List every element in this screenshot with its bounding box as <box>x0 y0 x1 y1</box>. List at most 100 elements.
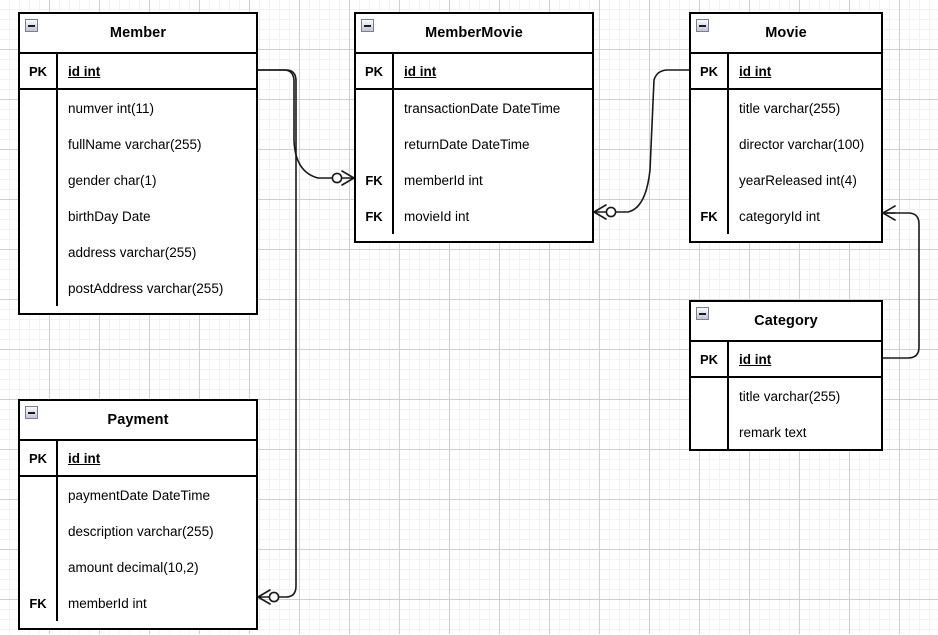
entity-row-field[interactable]: title varchar(255) <box>691 90 881 126</box>
row-attribute-label: postAddress varchar(255) <box>68 280 224 296</box>
row-attribute-cell: address varchar(255) <box>56 234 256 270</box>
row-attribute-cell: id int <box>727 54 881 88</box>
entity-row-field[interactable]: paymentDate DateTime <box>20 477 256 513</box>
row-attribute-cell: id int <box>56 54 256 88</box>
minus-icon[interactable] <box>696 19 709 32</box>
row-attribute-cell: paymentDate DateTime <box>56 477 256 513</box>
row-attribute-cell: numver int(11) <box>56 90 256 126</box>
entity-row-field[interactable]: address varchar(255) <box>20 234 256 270</box>
entity-row-field[interactable]: transactionDate DateTime <box>356 90 592 126</box>
entity-row-field[interactable]: numver int(11) <box>20 90 256 126</box>
entity-title-member: Member <box>20 14 256 54</box>
row-attribute-cell: id int <box>56 441 256 475</box>
row-attribute-label: id int <box>68 63 101 79</box>
row-attribute-cell: description varchar(255) <box>56 513 256 549</box>
entity-row-field[interactable]: postAddress varchar(255) <box>20 270 256 306</box>
entity-fields: title varchar(255) remark text <box>691 378 881 464</box>
row-key-label: FK <box>365 208 383 224</box>
row-key-label: PK <box>364 63 384 79</box>
crowsfoot-movie-categoryid <box>882 205 896 221</box>
minus-icon[interactable] <box>25 406 38 419</box>
row-key-label: PK <box>28 450 48 466</box>
row-attribute-cell: title varchar(255) <box>727 378 881 414</box>
row-attribute-cell: memberId int <box>392 162 592 198</box>
row-attribute-label: id int <box>739 63 772 79</box>
entity-row-pk[interactable]: PK id int <box>20 54 256 90</box>
row-attribute-label: address varchar(255) <box>68 244 197 260</box>
row-key-label: PK <box>699 63 719 79</box>
entity-bottom-padding <box>691 234 881 248</box>
row-attribute-cell: fullName varchar(255) <box>56 126 256 162</box>
row-attribute-label: id int <box>68 450 101 466</box>
row-attribute-cell: postAddress varchar(255) <box>56 270 256 306</box>
entity-row-field[interactable]: fullName varchar(255) <box>20 126 256 162</box>
entity-row-field[interactable]: FK movieId int <box>356 198 592 234</box>
row-attribute-label: gender char(1) <box>68 172 157 188</box>
minus-icon[interactable] <box>696 307 709 320</box>
crowsfoot-membermovie-memberid <box>331 170 355 186</box>
connector-movie-membermovie <box>614 69 690 213</box>
entity-row-field[interactable]: description varchar(255) <box>20 513 256 549</box>
entity-bottom-padding <box>691 450 881 464</box>
row-key-label: FK <box>365 172 383 188</box>
row-attribute-label: numver int(11) <box>68 100 155 116</box>
entity-row-field[interactable]: title varchar(255) <box>691 378 881 414</box>
entity-title-text: Category <box>754 313 818 329</box>
row-key-label: FK <box>29 595 47 611</box>
entity-title-text: Member <box>109 25 167 41</box>
entity-title-payment: Payment <box>20 401 256 441</box>
entity-row-field[interactable]: amount decimal(10,2) <box>20 549 256 585</box>
entity-title-text: Payment <box>107 412 169 428</box>
row-attribute-label: paymentDate DateTime <box>68 487 211 503</box>
minus-icon[interactable] <box>361 19 374 32</box>
minus-icon[interactable] <box>25 19 38 32</box>
row-attribute-label: title varchar(255) <box>739 388 841 404</box>
entity-title-membermovie: MemberMovie <box>356 14 592 54</box>
entity-row-field[interactable]: FK memberId int <box>20 585 256 621</box>
entity-row-pk[interactable]: PK id int <box>20 441 256 477</box>
entity-fields: numver int(11) fullName varchar(255) gende… <box>20 90 256 320</box>
row-attribute-label: director varchar(100) <box>739 136 865 152</box>
entity-row-field[interactable]: remark text <box>691 414 881 450</box>
row-attribute-label: movieId int <box>404 208 470 224</box>
row-attribute-label: remark text <box>739 424 807 440</box>
entity-row-field[interactable]: returnDate DateTime <box>356 126 592 162</box>
row-attribute-label: returnDate DateTime <box>404 136 530 152</box>
row-attribute-label: title varchar(255) <box>739 100 841 116</box>
row-attribute-cell: categoryId int <box>727 198 881 234</box>
row-attribute-cell: gender char(1) <box>56 162 256 198</box>
row-attribute-label: fullName varchar(255) <box>68 136 202 152</box>
row-attribute-cell: memberId int <box>56 585 256 621</box>
row-attribute-cell: amount decimal(10,2) <box>56 549 256 585</box>
row-key-label: PK <box>28 63 48 79</box>
entity-bottom-padding <box>20 306 256 320</box>
entity-row-field[interactable]: gender char(1) <box>20 162 256 198</box>
entity-fields: transactionDate DateTime returnDate DateT… <box>356 90 592 248</box>
row-attribute-cell: yearReleased int(4) <box>727 162 881 198</box>
row-attribute-label: transactionDate DateTime <box>404 100 561 116</box>
row-attribute-label: id int <box>739 351 772 367</box>
row-attribute-label: amount decimal(10,2) <box>68 559 199 575</box>
row-attribute-label: description varchar(255) <box>68 523 214 539</box>
entity-row-field[interactable]: director varchar(100) <box>691 126 881 162</box>
connector-member-payment <box>257 69 297 598</box>
entity-row-pk[interactable]: PK id int <box>691 54 881 90</box>
entity-row-field[interactable]: yearReleased int(4) <box>691 162 881 198</box>
row-attribute-cell: birthDay Date <box>56 198 256 234</box>
row-attribute-label: categoryId int <box>739 208 821 224</box>
entity-row-field[interactable]: birthDay Date <box>20 198 256 234</box>
row-attribute-cell: title varchar(255) <box>727 90 881 126</box>
entity-row-field[interactable]: FK memberId int <box>356 162 592 198</box>
row-attribute-cell: transactionDate DateTime <box>392 90 592 126</box>
entity-fields: title varchar(255) director varchar(100) y… <box>691 90 881 248</box>
row-attribute-label: birthDay Date <box>68 208 151 224</box>
row-attribute-cell: remark text <box>727 414 881 450</box>
